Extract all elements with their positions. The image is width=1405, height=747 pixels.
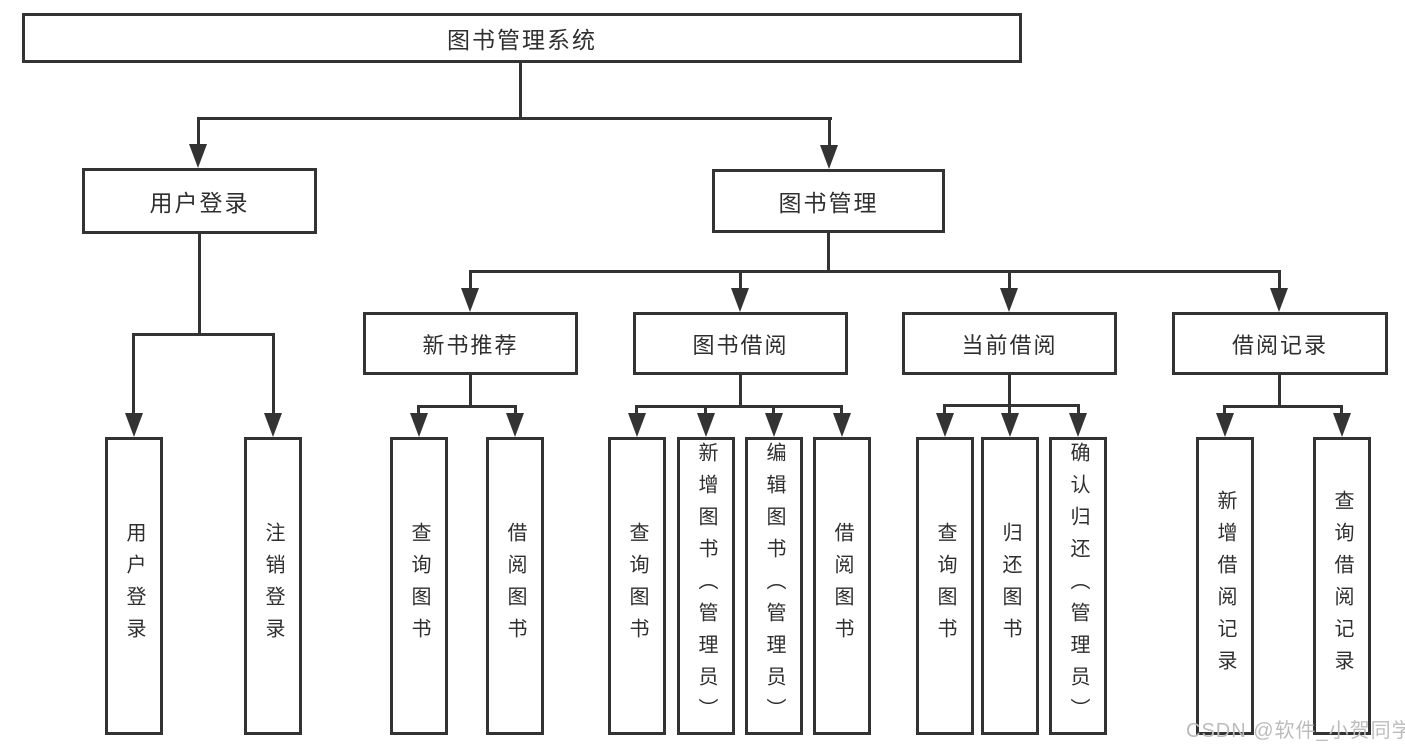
leaf-label: 查询借阅记录 <box>1331 490 1353 682</box>
leaf-label: 用户登录 <box>123 522 145 650</box>
leaf-label: 注销登录 <box>262 522 284 650</box>
leaf-borrow-query: 查询图书 <box>608 437 666 735</box>
arrow-down-icon <box>125 413 143 437</box>
arrow-down-icon <box>1000 288 1018 312</box>
connector-line <box>469 375 472 408</box>
leaf-current-confirm-admin: 确认归还（管理员） <box>1049 437 1107 735</box>
arrow-down-icon <box>1069 413 1087 437</box>
leaf-label: 新增借阅记录 <box>1214 490 1236 682</box>
node-new-books: 新书推荐 <box>363 312 578 375</box>
leaf-newbooks-borrow: 借阅图书 <box>486 437 544 735</box>
node-current-borrow-label: 当前借阅 <box>961 332 1058 358</box>
node-new-books-label: 新书推荐 <box>422 332 519 358</box>
arrow-down-icon <box>833 413 851 437</box>
node-book-mgmt-label: 图书管理 <box>778 190 879 216</box>
connector-line <box>635 405 638 416</box>
connector-line <box>132 333 275 336</box>
leaf-borrow-add-admin: 新增图书（管理员） <box>677 437 735 735</box>
connector-line <box>1077 404 1080 416</box>
arrow-down-icon <box>1333 413 1351 437</box>
leaf-borrow-borrow: 借阅图书 <box>813 437 871 735</box>
connector-line <box>417 405 517 408</box>
leaf-records-add: 新增借阅记录 <box>1196 437 1254 735</box>
connector-line <box>739 270 742 290</box>
leaf-label: 归还图书 <box>999 522 1021 650</box>
connector-line <box>197 117 832 120</box>
leaf-label: 借阅图书 <box>831 522 853 650</box>
leaf-newbooks-query: 查询图书 <box>390 437 448 735</box>
arrow-down-icon <box>189 144 207 168</box>
leaf-current-return: 归还图书 <box>981 437 1039 735</box>
leaf-label: 借阅图书 <box>504 522 526 650</box>
csdn-watermark: CSDN @软件_小贺同学 <box>1186 720 1405 742</box>
leaf-logout: 注销登录 <box>244 437 302 735</box>
leaf-label: 查询图书 <box>626 522 648 650</box>
connector-line <box>1223 405 1226 416</box>
arrow-down-icon <box>936 413 954 437</box>
arrow-down-icon <box>731 288 749 312</box>
connector-line <box>1008 270 1011 290</box>
connector-line <box>840 405 843 416</box>
leaf-user-login: 用户登录 <box>105 437 163 735</box>
arrow-down-icon <box>506 413 524 437</box>
node-borrow-records: 借阅记录 <box>1172 312 1388 375</box>
leaf-label: 查询图书 <box>408 522 430 650</box>
arrow-down-icon <box>1216 413 1234 437</box>
node-current-borrow: 当前借阅 <box>902 312 1117 375</box>
connector-line <box>198 234 201 335</box>
connector-line <box>132 333 135 415</box>
connector-line <box>828 117 831 147</box>
connector-line <box>469 270 1281 273</box>
node-book-mgmt: 图书管理 <box>712 169 945 233</box>
arrow-down-icon <box>697 413 715 437</box>
connector-line <box>519 62 522 119</box>
arrow-down-icon <box>820 145 838 169</box>
node-user-login-label: 用户登录 <box>149 190 250 216</box>
connector-line <box>827 233 830 273</box>
leaf-records-query: 查询借阅记录 <box>1313 437 1371 735</box>
connector-line <box>1278 270 1281 290</box>
connector-line <box>739 375 742 408</box>
node-root: 图书管理系统 <box>22 13 1022 63</box>
connector-line <box>704 405 707 416</box>
leaf-label: 确认归还（管理员） <box>1067 442 1089 730</box>
arrow-down-icon <box>1001 413 1019 437</box>
leaf-current-query: 查询图书 <box>916 437 974 735</box>
arrow-down-icon <box>410 413 428 437</box>
node-root-label: 图书管理系统 <box>447 27 597 53</box>
connector-line <box>772 405 775 416</box>
leaf-label: 编辑图书（管理员） <box>763 442 785 730</box>
arrow-down-icon <box>1270 288 1288 312</box>
connector-line <box>417 405 420 416</box>
arrow-down-icon <box>765 413 783 437</box>
leaf-label: 查询图书 <box>934 522 956 650</box>
connector-line <box>1008 375 1011 407</box>
connector-line <box>1278 375 1281 408</box>
node-borrow-records-label: 借阅记录 <box>1231 332 1328 358</box>
connector-line <box>197 117 200 146</box>
node-book-borrow-label: 图书借阅 <box>692 332 789 358</box>
arrow-down-icon <box>461 288 479 312</box>
leaf-borrow-edit-admin: 编辑图书（管理员） <box>745 437 803 735</box>
node-user-login: 用户登录 <box>82 168 317 234</box>
connector-line <box>469 270 472 290</box>
connector-line <box>943 404 1080 407</box>
connector-line <box>1340 405 1343 416</box>
leaf-label: 新增图书（管理员） <box>695 442 717 730</box>
connector-line <box>1223 405 1343 408</box>
connector-line <box>635 405 843 408</box>
arrow-down-icon <box>628 413 646 437</box>
connector-line <box>514 405 517 416</box>
node-book-borrow: 图书借阅 <box>633 312 848 375</box>
arrow-down-icon <box>264 413 282 437</box>
connector-line <box>1008 404 1011 416</box>
connector-line <box>943 404 946 416</box>
connector-line <box>272 333 275 415</box>
